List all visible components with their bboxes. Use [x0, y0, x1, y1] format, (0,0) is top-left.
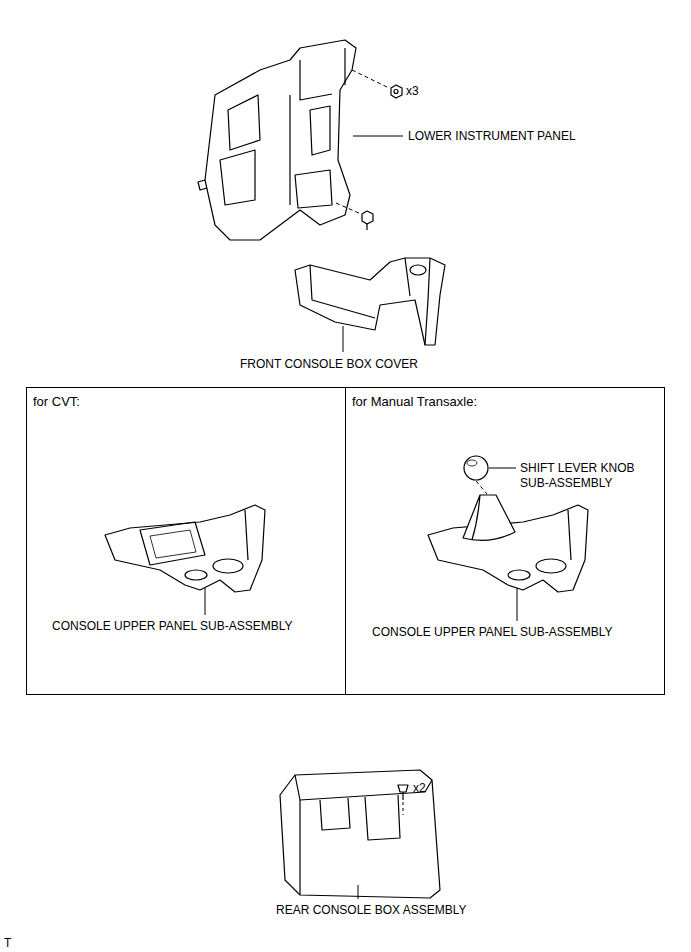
console-upper-panel-cvt: [105, 505, 265, 592]
variant-panel: for Manual Transaxle:: [345, 387, 665, 695]
clip: [402, 792, 403, 800]
shift-lever-knob: [476, 481, 487, 494]
screw: [362, 211, 373, 224]
part-name: LOWER INSTRUMENT PANEL: [408, 129, 576, 144]
lower-instrument-panel: [205, 40, 356, 240]
figure-mark: T: [4, 936, 11, 951]
leader-line: [205, 588, 206, 615]
rear-console-box: [320, 798, 350, 830]
leader-line: [517, 588, 518, 621]
quantity-callout: x2: [413, 781, 426, 796]
lower-instrument-panel: [198, 40, 356, 240]
variant-panel: for CVT:: [26, 387, 346, 695]
screw: [394, 90, 398, 94]
rear-console-box: [299, 800, 300, 895]
rear-console-box: [365, 795, 400, 840]
console-upper-panel-cvt: [213, 559, 243, 573]
screw-leader: [336, 203, 361, 214]
leader-line: [343, 326, 344, 352]
front-console-box-cover: [410, 265, 426, 275]
rear-console-box: [280, 770, 440, 898]
console-upper-panel-cvt: [150, 530, 196, 558]
front-console-box-cover: [310, 265, 375, 318]
console-upper-panel-cvt: [185, 570, 207, 580]
rear-console-box: [295, 775, 432, 800]
part-name: FRONT CONSOLE BOX COVER: [240, 357, 418, 372]
lower-instrument-panel: [295, 170, 332, 208]
shift-lever-knob: [464, 456, 488, 480]
leader-line: [358, 885, 359, 899]
leader-line: [353, 136, 403, 137]
part-name: SHIFT LEVER KNOB SUB-ASSEMBLY: [520, 461, 645, 491]
panel-heading: for Manual Transaxle:: [352, 394, 477, 409]
part-name: CONSOLE UPPER PANEL SUB-ASSEMBLY: [372, 625, 613, 640]
console-upper-panel-manual: [568, 510, 571, 560]
screw-leader: [336, 70, 389, 214]
part-name: CONSOLE UPPER PANEL SUB-ASSEMBLY: [52, 619, 293, 634]
lower-instrument-panel: [344, 48, 345, 85]
rear-console-box: [280, 770, 440, 898]
console-upper-panel-manual: [472, 495, 480, 540]
shift-lever-knob: [464, 456, 488, 494]
lower-instrument-panel: [220, 150, 255, 205]
console-upper-panel-manual: [508, 570, 530, 580]
lower-instrument-panel: [300, 60, 332, 100]
front-console-box-cover: [405, 258, 410, 296]
screw: [362, 85, 402, 230]
quantity-callout: x3: [406, 84, 419, 99]
lower-instrument-panel: [289, 95, 290, 205]
part-name: REAR CONSOLE BOX ASSEMBLY: [276, 903, 467, 918]
front-console-box-cover: [425, 258, 430, 345]
screw: [366, 224, 367, 230]
screw: [391, 85, 402, 98]
leader-line: [489, 468, 516, 469]
console-upper-panel-cvt: [105, 505, 265, 592]
front-console-box-cover: [295, 258, 445, 345]
lower-instrument-panel: [228, 95, 260, 150]
console-upper-panel-manual: [463, 495, 515, 540]
lower-instrument-panel: [198, 180, 207, 190]
clip: [403, 802, 404, 815]
screw-leader: [352, 70, 389, 88]
console-upper-panel-manual: [428, 495, 588, 592]
front-console-box-cover: [295, 258, 445, 345]
console-upper-panel-manual: [536, 559, 566, 573]
clip: [398, 785, 408, 792]
lower-instrument-panel: [310, 106, 330, 155]
panel-heading: for CVT:: [33, 394, 80, 409]
shift-lever-knob: [467, 460, 477, 466]
clip: [398, 785, 408, 815]
console-upper-panel-cvt: [245, 510, 248, 560]
console-upper-panel-cvt: [140, 522, 205, 565]
parts-illustration: [105, 40, 588, 899]
